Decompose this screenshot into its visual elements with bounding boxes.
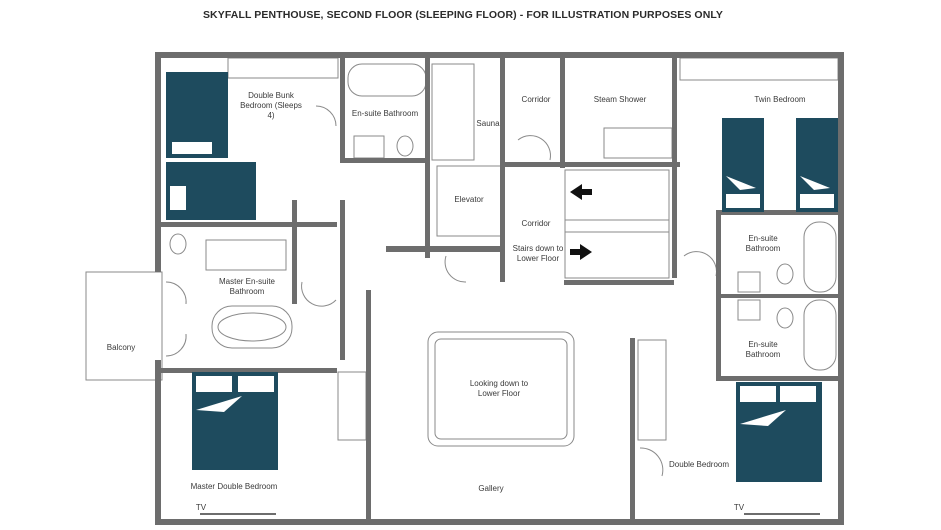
sink-right-1 xyxy=(737,271,761,293)
toilet-right-1 xyxy=(776,263,794,285)
label-balcony: Balcony xyxy=(106,343,136,352)
label-steam-shower: Steam Shower xyxy=(593,95,647,104)
label-double-bunk-bedroom: Double Bunk Bedroom (Sleeps 4) xyxy=(240,91,302,120)
label-master-ensuite: Master En-suite Bathroom xyxy=(218,277,276,296)
bathtub-top xyxy=(347,63,427,97)
door-swing xyxy=(315,105,337,127)
label-corridor-top: Corridor xyxy=(521,95,551,104)
label-looking-down: Looking down to Lower Floor xyxy=(469,379,529,398)
sauna-bench xyxy=(431,63,475,161)
void-outer xyxy=(427,331,575,447)
label-tv-right: TV xyxy=(733,503,745,512)
bathtub-master-inner xyxy=(217,312,287,342)
label-twin-bedroom: Twin Bedroom xyxy=(754,95,806,104)
toilet-top xyxy=(396,135,414,157)
vanity-master xyxy=(205,239,287,271)
wardrobe-master xyxy=(337,371,367,441)
sink-top xyxy=(353,135,385,159)
label-ensuite-right-2: En-suite Bathroom xyxy=(745,340,781,359)
stairs-outline xyxy=(564,169,670,279)
stair-arrows xyxy=(570,184,592,260)
void-inner xyxy=(434,338,568,440)
wardrobe-bunk xyxy=(227,57,339,79)
sink-right-2 xyxy=(737,299,761,321)
label-tv-left: TV xyxy=(195,503,207,512)
label-gallery: Gallery xyxy=(478,484,504,493)
walls xyxy=(155,52,844,525)
bathtub-right-2 xyxy=(803,299,837,371)
wardrobe-right xyxy=(637,339,667,441)
label-double-bedroom: Double Bedroom xyxy=(668,460,730,469)
bathtub-master-outer xyxy=(211,305,293,349)
balcony-outline xyxy=(85,271,163,381)
label-ensuite-top: En-suite Bathroom xyxy=(351,109,419,118)
toilet-right-2 xyxy=(776,307,794,329)
label-stairs-down: Stairs down to Lower Floor xyxy=(512,244,564,263)
toilet-master xyxy=(169,233,187,255)
bathtub-right-1 xyxy=(803,221,837,293)
plan-title: SKYFALL PENTHOUSE, SECOND FLOOR (SLEEPIN… xyxy=(202,9,724,21)
label-corridor-mid: Corridor xyxy=(521,219,551,228)
label-sauna: Sauna xyxy=(476,119,500,128)
label-ensuite-right-1: En-suite Bathroom xyxy=(745,234,781,253)
wardrobe-twin xyxy=(679,57,839,81)
shower-tray xyxy=(603,127,673,159)
label-elevator: Elevator xyxy=(454,195,484,204)
label-master-bedroom: Master Double Bedroom xyxy=(190,482,278,491)
